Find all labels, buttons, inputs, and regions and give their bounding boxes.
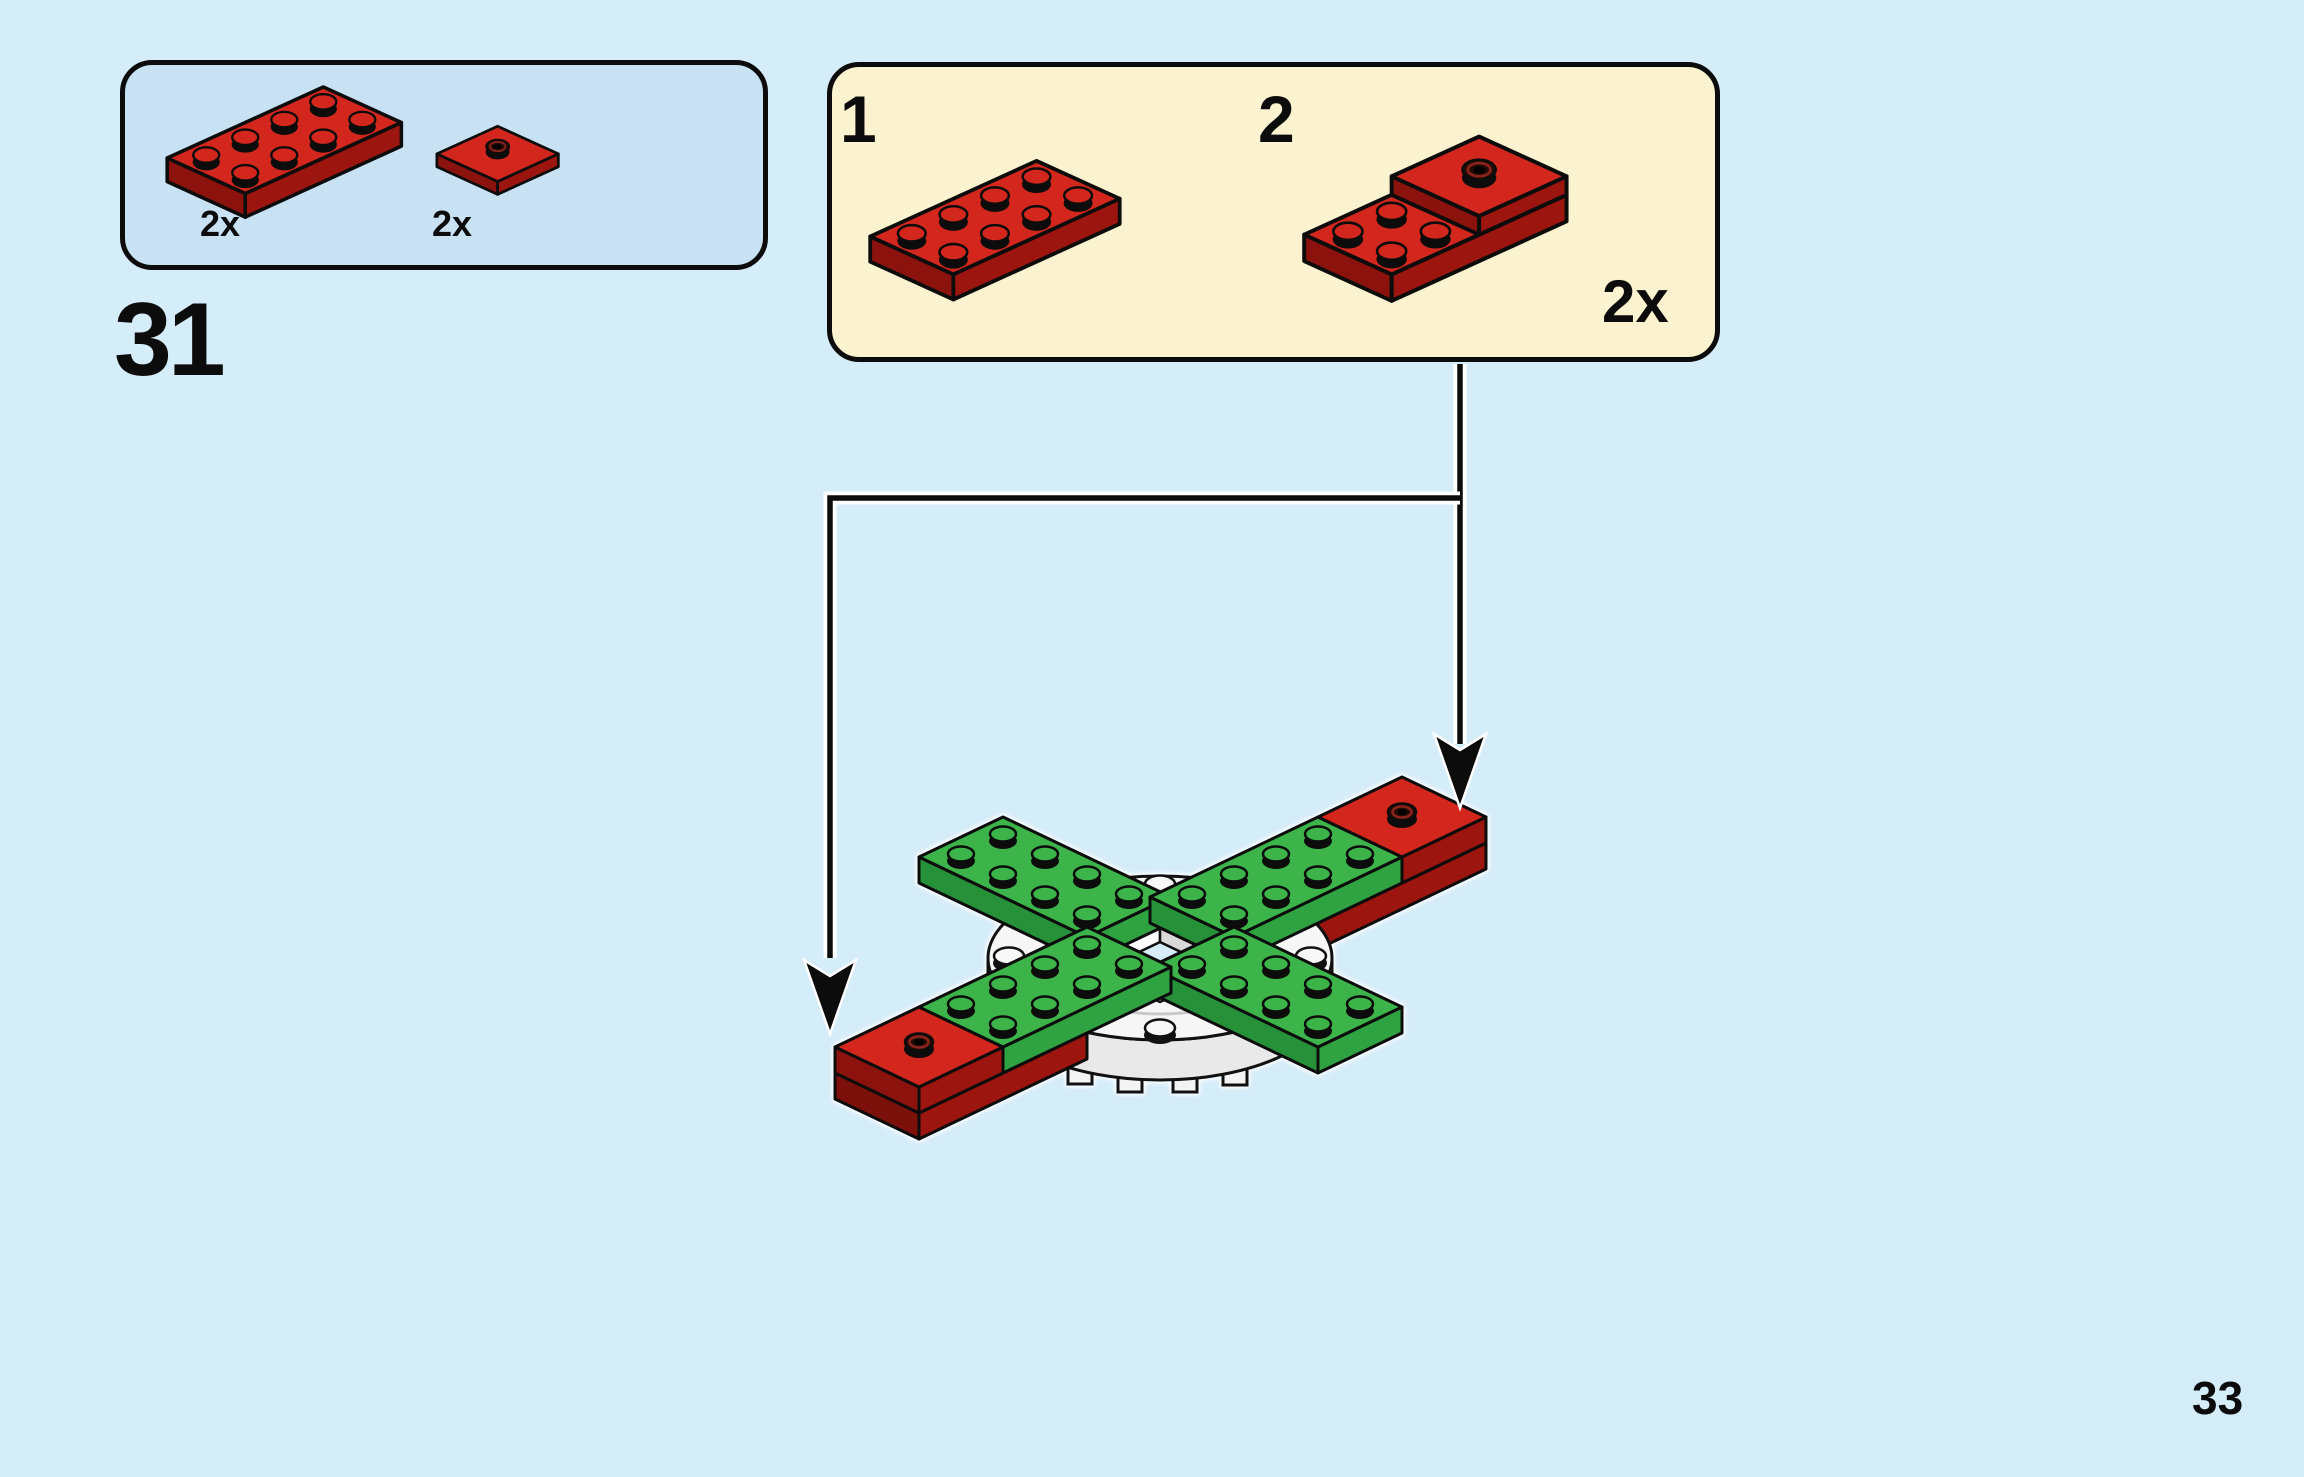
red-2x2-tile-stud-icon [435, 124, 560, 196]
green-arm-studs [1176, 825, 1376, 931]
green-plate-arm-lower-left [917, 925, 1173, 1075]
green-plate-arm-upper-left [917, 815, 1173, 965]
turntable-center-hole [1094, 940, 1226, 1004]
placement-arrows [801, 364, 1489, 1038]
red-plate-upper-right [1232, 841, 1488, 951]
substep2-subassembly-icon [1302, 134, 1569, 303]
step-number: 31 [114, 282, 226, 398]
down-arrow-icon [801, 957, 859, 1038]
green-plate-arm-upper-right [1148, 815, 1404, 965]
red-2x4-plate-icon [165, 85, 404, 219]
down-arrow-icon [1431, 731, 1489, 812]
green-arm-studs [945, 825, 1145, 931]
green-arm-studs [945, 935, 1145, 1041]
substep1-plate-icon [868, 159, 1122, 302]
red-subassembly-end-upper-right [1316, 775, 1488, 885]
red-subassembly-end-lower-left [833, 1005, 1005, 1115]
part-count-label: 2x [432, 203, 473, 244]
turntable-side [986, 957, 1334, 1082]
green-arm-studs [1176, 935, 1376, 1041]
green-plate-arm-lower-right [1148, 925, 1404, 1075]
part-count-label: 2x [200, 203, 241, 244]
turntable-base [986, 874, 1334, 1094]
parts-callout [120, 60, 768, 270]
red-plate-lower-left [833, 1031, 1089, 1141]
page-number: 33 [2192, 1372, 2244, 1424]
hollow-stud [1385, 802, 1419, 830]
substep-1-label: 1 [840, 82, 877, 156]
substep-2-label: 2 [1258, 82, 1295, 156]
pinwheel-assembly [833, 775, 1488, 1141]
hollow-stud [902, 1032, 936, 1060]
subassembly-count-label: 2x [1602, 268, 1669, 335]
